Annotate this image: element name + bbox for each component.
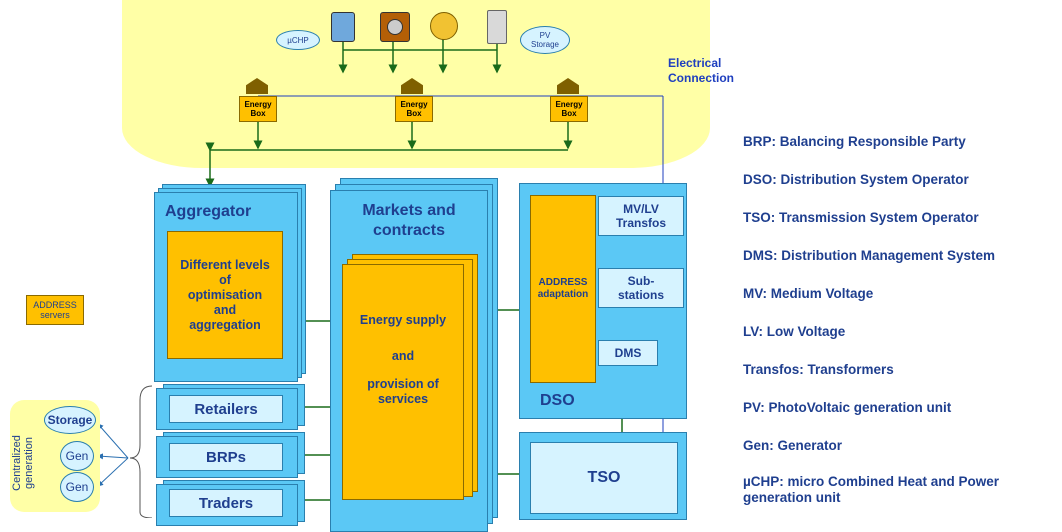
battery-icon [331, 12, 355, 42]
dms: DMS [598, 340, 658, 366]
gen-ellipse-2: Gen [60, 472, 94, 502]
uchp-label: µCHP [287, 35, 309, 45]
legend-item: µCHP: micro Combined Heat and Power gene… [743, 474, 1000, 505]
uchp-ellipse: µCHP [276, 30, 320, 50]
markets-inner-text-3: provision of services [367, 377, 439, 406]
legend-item: DSO: Distribution System Operator [743, 172, 969, 187]
substations-text: Sub- stations [617, 274, 664, 302]
brps-box: BRPs [156, 436, 298, 478]
dms-text: DMS [614, 346, 642, 360]
mvlv-transfos: MV/LV Transfos [598, 196, 684, 236]
energy-box-label: Energy Box [244, 100, 272, 118]
gen-label-1: Gen [65, 449, 89, 463]
dso-adaptation: ADDRESS adaptation [530, 195, 596, 383]
markets-inner-text-2: and [391, 349, 415, 363]
mvlv-text: MV/LV Transfos [615, 202, 666, 230]
storage-ellipse: Storage [44, 406, 96, 434]
pv-storage-label: PV Storage [530, 31, 560, 49]
address-servers: ADDRESS servers [26, 295, 84, 325]
legend-item: Transfos: Transformers [743, 362, 894, 377]
aggregator-inner: Different levels of optimisation and agg… [167, 231, 283, 359]
legend-item: MV: Medium Voltage [743, 286, 874, 301]
legend-item: BRP: Balancing Responsible Party [743, 134, 966, 149]
pv-storage-ellipse: PV Storage [520, 26, 570, 54]
energy-box-3: Energy Box [550, 96, 588, 122]
legend-item: LV: Low Voltage [743, 324, 846, 339]
traders-box: Traders [156, 484, 298, 526]
house-icon [401, 78, 423, 94]
legend-item: DMS: Distribution Management System [743, 248, 996, 263]
energy-box-label: Energy Box [400, 100, 428, 118]
aggregator-title: Aggregator [165, 203, 252, 220]
legend-item: PV: PhotoVoltaic generation unit [743, 400, 952, 415]
house-icon [557, 78, 579, 94]
markets-title: Markets and contracts [362, 202, 456, 239]
dso-adaptation-text: ADDRESS adaptation [537, 277, 589, 300]
markets-inner: Energy supply and provision of services [342, 264, 464, 500]
legend-item: TSO: Transmission System Operator [743, 210, 979, 225]
aggregator-box: Aggregator Different levels of optimisat… [154, 192, 298, 382]
energy-box-2: Energy Box [395, 96, 433, 122]
address-servers-text: ADDRESS servers [33, 300, 77, 320]
washing-machine-icon [380, 12, 410, 42]
house-icon [246, 78, 268, 94]
centralized-label-text: Centralized generation [11, 435, 35, 491]
tso-inner: TSO [530, 442, 678, 514]
brps-label: BRPs [205, 448, 246, 466]
energy-box-label: Energy Box [555, 100, 583, 118]
dso-title: DSO [540, 392, 575, 409]
markets-inner-text-1: Energy supply [359, 313, 447, 327]
electrical-connection-label: Electrical Connection [668, 56, 734, 85]
heater-icon [430, 12, 458, 40]
energy-box-1: Energy Box [239, 96, 277, 122]
aggregator-inner-text: Different levels of optimisation and agg… [180, 257, 270, 332]
gen-label-2: Gen [65, 480, 89, 494]
retailers-label: Retailers [194, 400, 258, 418]
legend-item: Gen: Generator [743, 438, 843, 453]
retailers-box: Retailers [156, 388, 298, 430]
gen-ellipse-1: Gen [60, 441, 94, 471]
centralized-label: Centralized generation [11, 413, 41, 513]
storage-label: Storage [47, 413, 93, 427]
tso-title: TSO [587, 469, 621, 486]
fridge-icon [487, 10, 507, 44]
substations: Sub- stations [598, 268, 684, 308]
traders-label: Traders [198, 494, 254, 512]
